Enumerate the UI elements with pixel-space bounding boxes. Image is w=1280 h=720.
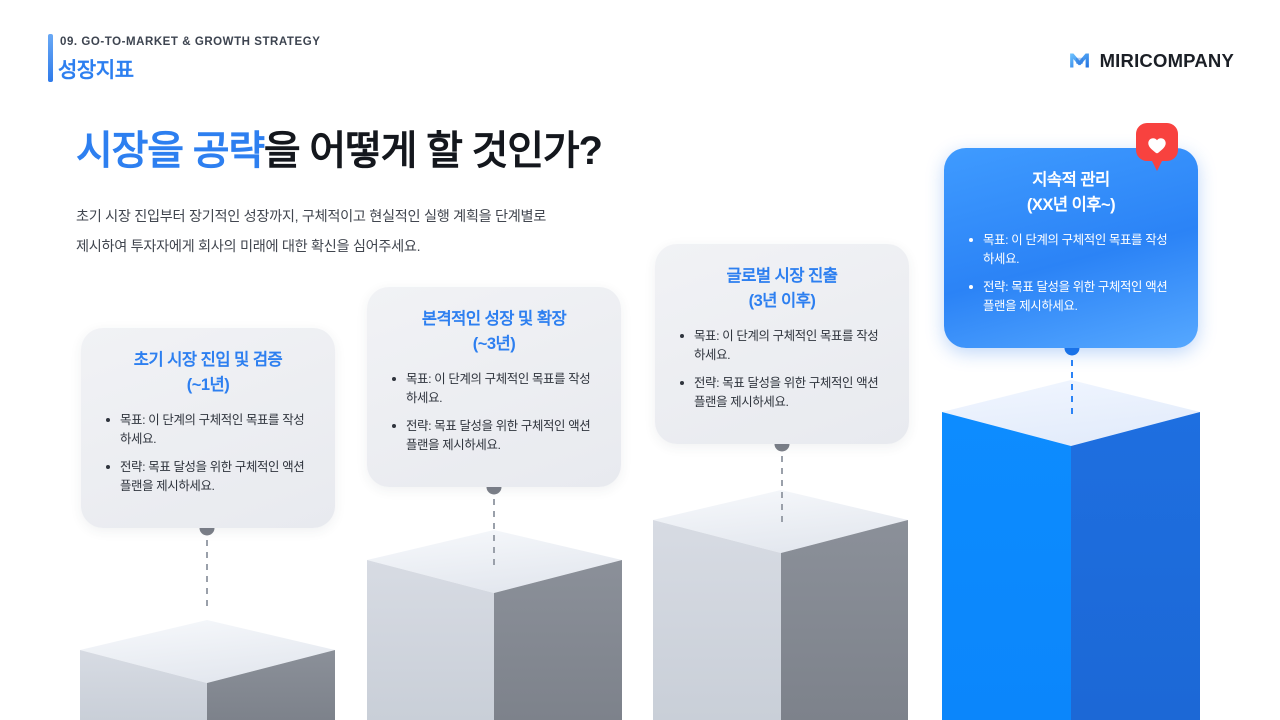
- connector-line: [206, 528, 208, 610]
- stage-card-title: 글로벌 시장 진출 (3년 이후): [726, 267, 838, 310]
- stage-bullet: 전략: 목표 달성을 위한 구체적인 액션 플랜을 제시하세요.: [966, 278, 1176, 316]
- stage-bullet: 목표: 이 단계의 구체적인 목표를 작성하세요.: [389, 370, 599, 408]
- stage-card-bullets: 목표: 이 단계의 구체적인 목표를 작성하세요. 전략: 목표 달성을 위한 …: [677, 327, 887, 412]
- stage-card-bullets: 목표: 이 단계의 구체적인 목표를 작성하세요. 전략: 목표 달성을 위한 …: [389, 370, 599, 455]
- page-title: 성장지표: [58, 59, 134, 82]
- stage-bullet: 목표: 이 단계의 구체적인 목표를 작성하세요.: [103, 411, 313, 449]
- bar-stage-1: [80, 620, 335, 720]
- badge-tail: [1150, 157, 1164, 171]
- stage-card-title: 지속적 관리 (XX년 이후~): [1026, 171, 1116, 214]
- connector-line: [493, 487, 495, 567]
- stage-card-bullets: 목표: 이 단계의 구체적인 목표를 작성하세요. 전략: 목표 달성을 위한 …: [103, 411, 313, 496]
- brand-logo: MIRICOMPANY: [1067, 48, 1234, 73]
- connector-stage-1: [199, 520, 215, 610]
- heart-icon: [1148, 138, 1166, 154]
- stage-card-title: 본격적인 성장 및 확장 (~3년): [421, 310, 567, 353]
- stage-bullet: 전략: 목표 달성을 위한 구체적인 액션 플랜을 제시하세요.: [389, 417, 599, 455]
- stage-card-bullets: 목표: 이 단계의 구체적인 목표를 작성하세요. 전략: 목표 달성을 위한 …: [966, 231, 1176, 316]
- stage-card-4[interactable]: 지속적 관리 (XX년 이후~) 목표: 이 단계의 구체적인 목표를 작성하세…: [944, 148, 1198, 348]
- connector-stage-4: [1064, 340, 1080, 416]
- stage-bullet: 전략: 목표 달성을 위한 구체적인 액션 플랜을 제시하세요.: [677, 374, 887, 412]
- stage-card-1[interactable]: 초기 시장 진입 및 검증 (~1년) 목표: 이 단계의 구체적인 목표를 작…: [81, 328, 335, 528]
- stage-bullet: 전략: 목표 달성을 위한 구체적인 액션 플랜을 제시하세요.: [103, 458, 313, 496]
- stage-card-2[interactable]: 본격적인 성장 및 확장 (~3년) 목표: 이 단계의 구체적인 목표를 작성…: [367, 287, 621, 487]
- headline: 시장을 공략을 어떻게 할 것인가?: [76, 128, 603, 174]
- bar-stage-3: [653, 490, 908, 720]
- heart-badge[interactable]: [1135, 123, 1179, 175]
- lede-paragraph: 초기 시장 진입부터 장기적인 성장까지, 구체적이고 현실적인 실행 계획을 …: [76, 209, 547, 255]
- connector-line: [781, 444, 783, 526]
- connector-stage-3: [774, 436, 790, 526]
- stage-card-title: 초기 시장 진입 및 검증 (~1년): [133, 351, 283, 394]
- headline-highlight: 시장을 공략: [76, 129, 265, 173]
- headline-rest: 을 어떻게 할 것인가?: [263, 129, 603, 173]
- header-accent-bar: [48, 34, 53, 82]
- stage-bullet: 목표: 이 단계의 구체적인 목표를 작성하세요.: [677, 327, 887, 365]
- miri-m-logo-icon: [1069, 53, 1089, 68]
- brand-name: MIRICOMPANY: [1099, 49, 1234, 71]
- section-kicker: 09. GO-TO-MARKET & GROWTH STRATEGY: [60, 36, 321, 48]
- bar-stage-4: [942, 380, 1200, 720]
- stage-card-3[interactable]: 글로벌 시장 진출 (3년 이후) 목표: 이 단계의 구체적인 목표를 작성하…: [655, 244, 909, 444]
- stage-bullet: 목표: 이 단계의 구체적인 목표를 작성하세요.: [966, 231, 1176, 269]
- connector-stage-2: [486, 479, 502, 567]
- connector-line: [1071, 348, 1073, 416]
